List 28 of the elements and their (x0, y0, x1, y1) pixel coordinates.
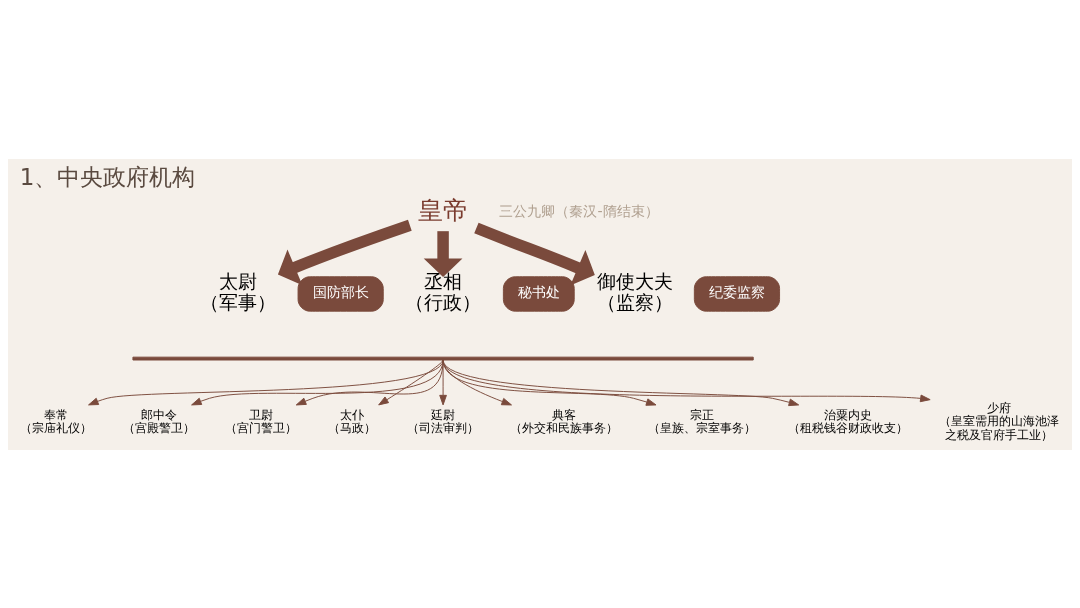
node-text: 廷尉 （司法审判） (407, 406, 480, 435)
arrow (474, 222, 595, 286)
node-text: 奉常 （宗庙礼仪） (20, 406, 93, 435)
node-text: 皇帝 (418, 195, 469, 225)
arrow (295, 359, 444, 405)
node-text: 治粟内史 （租税钱谷财政收支） (787, 406, 908, 435)
arrow (423, 230, 463, 277)
node-text: 太仆 （马政） (328, 406, 377, 435)
node-text: 卫尉 （宫门警卫） (225, 406, 298, 435)
node-text: 丞相 （行政） (405, 269, 482, 314)
node-text: 典客 （外交和民族事务） (509, 406, 618, 435)
arrow (191, 359, 444, 405)
node-box: 纪委监察 (693, 275, 781, 312)
node-box: 国防部长 (297, 275, 384, 312)
arrow (378, 359, 444, 405)
node-text: 太尉 （军事） (200, 269, 277, 314)
diagram-title: 1、中央政府机构 (19, 163, 196, 190)
node-box: 秘书处 (502, 275, 575, 312)
node-text: 御使大夫 （监察） (596, 269, 673, 314)
node-label: 三公九卿（秦汉-隋结束） (499, 202, 659, 219)
arrow (442, 359, 800, 406)
node-bar (132, 356, 754, 360)
arrow (442, 359, 931, 402)
arrow (88, 359, 444, 405)
arrow (277, 219, 412, 285)
node-text: 郎中令 （宫殿警卫） (122, 406, 195, 435)
node-text: 少府 （皇室需用的山海池泽之税及官府手工业） (939, 399, 1060, 442)
node-text: 宗正 （皇族、宗室事务） (648, 406, 757, 435)
